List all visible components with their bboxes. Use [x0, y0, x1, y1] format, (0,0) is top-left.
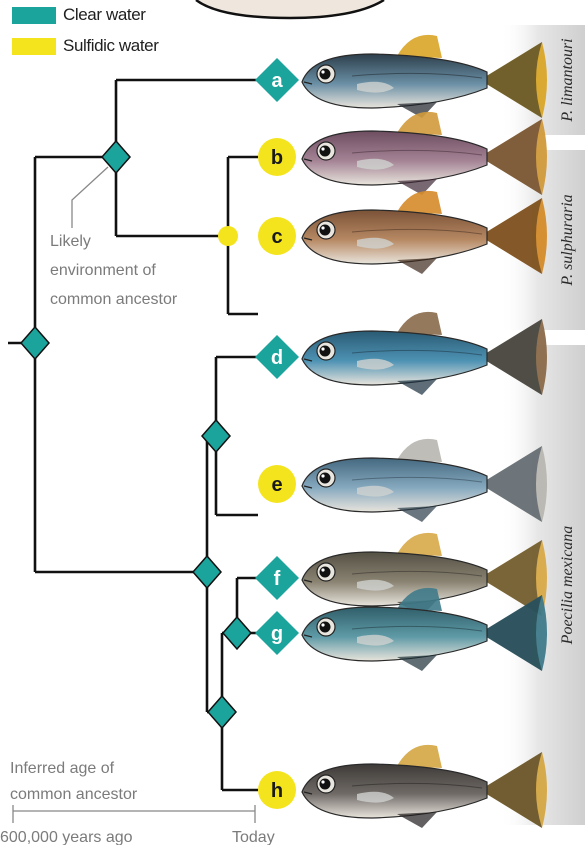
- species-label-mexicana: Poecilia mexicana: [559, 526, 576, 646]
- internal-node-root-clear: [21, 327, 49, 359]
- fish-b-dorsal-fin: [397, 112, 442, 135]
- tip-letter-b: b: [271, 147, 283, 169]
- ancestor-note-line3: common ancestor: [50, 291, 178, 308]
- age-note-line1: Inferred age of: [10, 760, 115, 777]
- fish-e-anal-fin: [397, 506, 437, 522]
- cropped-inset-circle: [196, 0, 384, 18]
- fish-a-dorsal-fin: [397, 35, 442, 58]
- internal-node-bc-sulfidic: [218, 226, 238, 246]
- species-label-sulphuraria: P. sulphuraria: [559, 194, 576, 286]
- fish-e-dorsal-fin: [397, 439, 442, 462]
- ancestor-note-line2: environment of: [50, 262, 156, 279]
- timeline-axis: [13, 805, 255, 823]
- fish-c-dorsal-fin: [397, 191, 442, 214]
- fish-h-anal-fin: [397, 812, 437, 828]
- tip-letter-g: g: [271, 623, 283, 645]
- timeline-end-label: Today: [232, 829, 275, 845]
- ancestor-leader-line: [72, 167, 108, 228]
- internal-node-fgh-clear: [208, 696, 236, 728]
- fish-g-anal-fin: [397, 655, 437, 671]
- fish-d-anal-fin: [397, 379, 437, 395]
- internal-nodes: [21, 141, 251, 728]
- fish-h-dorsal-fin: [397, 745, 442, 768]
- fish-d-dorsal-fin: [397, 312, 442, 335]
- tip-letter-e: e: [271, 474, 282, 496]
- ancestor-note-line1: Likely: [50, 233, 91, 250]
- tip-letter-h: h: [271, 780, 283, 802]
- timeline-start-label: 600,000 years ago: [0, 829, 133, 845]
- tip-letter-f: f: [274, 568, 281, 590]
- species-label-limantouri: P. limantouri: [559, 38, 576, 122]
- fish-f-dorsal-fin: [397, 533, 442, 556]
- tip-letter-c: c: [271, 226, 282, 248]
- internal-node-mexicana-clear: [193, 556, 221, 588]
- tip-letter-a: a: [271, 70, 283, 92]
- fish-c-anal-fin: [397, 258, 437, 274]
- age-note-line2: common ancestor: [10, 786, 138, 803]
- tip-letter-d: d: [271, 347, 283, 369]
- internal-node-fg-clear: [223, 617, 251, 649]
